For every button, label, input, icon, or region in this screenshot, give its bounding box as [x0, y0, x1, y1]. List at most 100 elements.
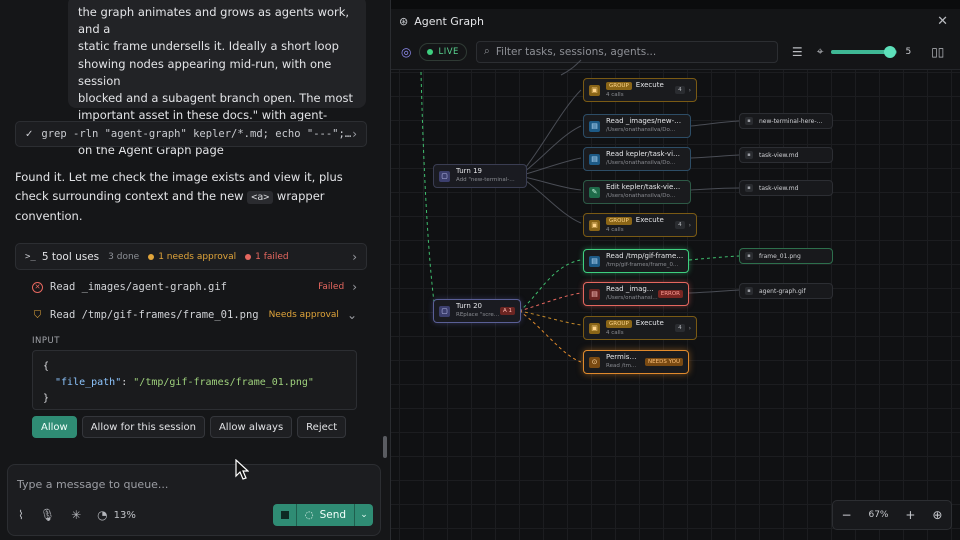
json-value: "/tmp/gif-frames/frame_01.png": [133, 377, 314, 388]
node-title: Read _images/new-…: [606, 117, 682, 125]
node-title: Read kepler/task-vi…: [606, 150, 681, 158]
file-read-icon: ▤: [589, 120, 600, 132]
group-badge: GROUP: [606, 319, 632, 328]
zoom-controls: − 67% + ⊕: [832, 500, 952, 530]
node-title: Read /tmp/gif-frame…: [606, 252, 683, 260]
graph-node-edit[interactable]: ✎ Edit kepler/task-vie…/Users/onathansil…: [583, 180, 691, 204]
message-composer[interactable]: Type a message to queue... ⌇ 🎙︎ ✳ ◔ 13% …: [7, 464, 381, 536]
allow-button[interactable]: Allow: [32, 416, 77, 438]
slider-value: 5: [905, 46, 912, 57]
stop-button[interactable]: [273, 504, 297, 526]
graph-file-node[interactable]: ▪ frame_01.png: [739, 248, 833, 264]
live-indicator[interactable]: LIVE: [419, 42, 467, 61]
graph-file-node[interactable]: ▪ agent-graph.gif: [739, 283, 833, 299]
group-badge: GROUP: [606, 216, 632, 225]
tool-row-needs-approval[interactable]: ⛉ Read /tmp/gif-frames/frame_01.png Need…: [32, 305, 357, 325]
assistant-text: Found it. Let me check the image exists …: [15, 170, 343, 203]
tool-row-failed[interactable]: ✕ Read _images/agent-graph.gif Failed ›: [32, 277, 357, 297]
bubble-line: blocked and a subagent branch open. The …: [78, 91, 354, 106]
turn-icon: ▢: [439, 170, 450, 182]
graph-node-read-active[interactable]: ▤ Read /tmp/gif-frame…/tmp/gif-frames/fr…: [583, 249, 689, 273]
user-message-bubble: the graph animates and grows as agents w…: [68, 0, 366, 157]
command-text: grep -rln "agent-graph" kepler/*.md; ech…: [41, 128, 352, 140]
bubble-line: the graph animates and grows as agents w…: [78, 5, 350, 37]
edge: [560, 59, 582, 76]
inline-code: <a>: [247, 191, 274, 204]
terminal-icon: >_: [25, 251, 36, 262]
tool-status-approval: Needs approval: [268, 310, 339, 320]
file-error-icon: ▤: [589, 288, 600, 300]
send-options-chevron-icon[interactable]: ⌄: [355, 504, 373, 526]
panel-divider[interactable]: [390, 0, 391, 540]
command-row[interactable]: ✓ grep -rln "agent-graph" kepler/*.md; e…: [15, 121, 367, 147]
graph-node-read[interactable]: ▤ Read _images/new-… /Users/onathansilva/…: [583, 114, 691, 138]
graph-icon: ⊛: [399, 15, 409, 28]
chevron-right-icon: ›: [352, 280, 357, 294]
node-subtitle: /Users/onathansilva/Do…: [606, 127, 676, 133]
edge: [688, 289, 740, 294]
allow-session-button[interactable]: Allow for this session: [81, 416, 205, 438]
microphone-icon[interactable]: 🎙︎: [39, 508, 56, 522]
slider-knob[interactable]: [883, 45, 896, 58]
group-icon: ▣: [589, 322, 600, 334]
graph-file-node[interactable]: ▪ new-terminal-here-…: [739, 113, 833, 129]
node-count: 4: [675, 221, 685, 229]
agent-logo-icon[interactable]: ◎: [401, 44, 412, 59]
live-label: LIVE: [438, 46, 459, 57]
filter-search[interactable]: ⌕: [475, 40, 778, 63]
sparkle-icon[interactable]: ✳: [71, 508, 82, 522]
context-gauge-icon[interactable]: ◔: [97, 508, 108, 522]
edge: [518, 89, 582, 177]
paperclip-icon[interactable]: ⌇: [18, 508, 24, 522]
close-icon[interactable]: ✕: [937, 14, 948, 29]
chat-scrollbar[interactable]: [383, 436, 387, 458]
layout-icon[interactable]: ⌖: [816, 44, 824, 58]
tool-name: Read _images/agent-graph.gif: [50, 281, 228, 293]
edge: [518, 310, 582, 326]
tool-uses-failed: 1 failed: [255, 251, 289, 262]
edge: [518, 292, 582, 312]
send-label: Send: [319, 509, 347, 521]
allow-always-button[interactable]: Allow always: [209, 416, 293, 438]
assistant-message: Found it. Let me check the image exists …: [15, 168, 345, 226]
tool-uses-approval: 1 needs approval: [158, 251, 237, 262]
chevron-right-icon: ›: [688, 221, 691, 229]
spinner-icon: ◌: [304, 509, 314, 521]
graph-file-node[interactable]: ▪ task-view.md: [739, 180, 833, 196]
live-dot-icon: [427, 48, 434, 55]
group-icon: ▣: [589, 219, 600, 231]
node-count: 4: [675, 324, 685, 332]
depth-slider[interactable]: [831, 45, 898, 58]
reject-button[interactable]: Reject: [297, 416, 347, 438]
node-subtitle: 4 calls: [606, 226, 624, 233]
graph-node-read-error[interactable]: ▤ Read _imag…/Users/onathansi… ERROR: [583, 282, 689, 306]
tool-uses-summary[interactable]: >_ 5 tool uses 3 done 1 needs approval 1…: [15, 243, 367, 270]
graph-file-node[interactable]: ▪ task-view.md: [739, 147, 833, 163]
node-title: Turn 19: [456, 167, 482, 175]
lock-icon: ⊙: [589, 356, 600, 368]
agent-graph-panel: ⊛ Agent Graph ✕ ◎ LIVE ⌕ ☰ ⌖ 5 ▯▯: [391, 0, 960, 540]
composer-input[interactable]: Type a message to queue...: [17, 478, 169, 491]
send-button[interactable]: ◌ Send: [297, 504, 355, 526]
graph-node-permission[interactable]: ⊙ Permis…Read /tm… NEEDS YOU: [583, 350, 689, 374]
recenter-icon[interactable]: ⊕: [932, 508, 943, 522]
graph-node-read[interactable]: ▤ Read kepler/task-vi…/Users/onathansilv…: [583, 147, 691, 171]
error-tag: ERROR: [657, 290, 683, 298]
file-name: task-view.md: [759, 184, 799, 192]
pause-icon[interactable]: ▯▯: [931, 44, 945, 59]
composer-tools: ⌇ 🎙︎ ✳ ◔ 13%: [18, 508, 136, 522]
file-icon: ▪: [745, 151, 753, 159]
filter-input[interactable]: [495, 45, 770, 58]
zoom-out-icon[interactable]: −: [841, 508, 852, 522]
filter-sliders-icon[interactable]: ☰: [791, 44, 803, 59]
node-title: Turn 20: [456, 302, 482, 310]
tool-status-failed: Failed: [318, 282, 345, 292]
context-percent: 13%: [113, 509, 136, 521]
chevron-right-icon: ›: [352, 249, 357, 264]
zoom-in-icon[interactable]: +: [905, 508, 916, 522]
